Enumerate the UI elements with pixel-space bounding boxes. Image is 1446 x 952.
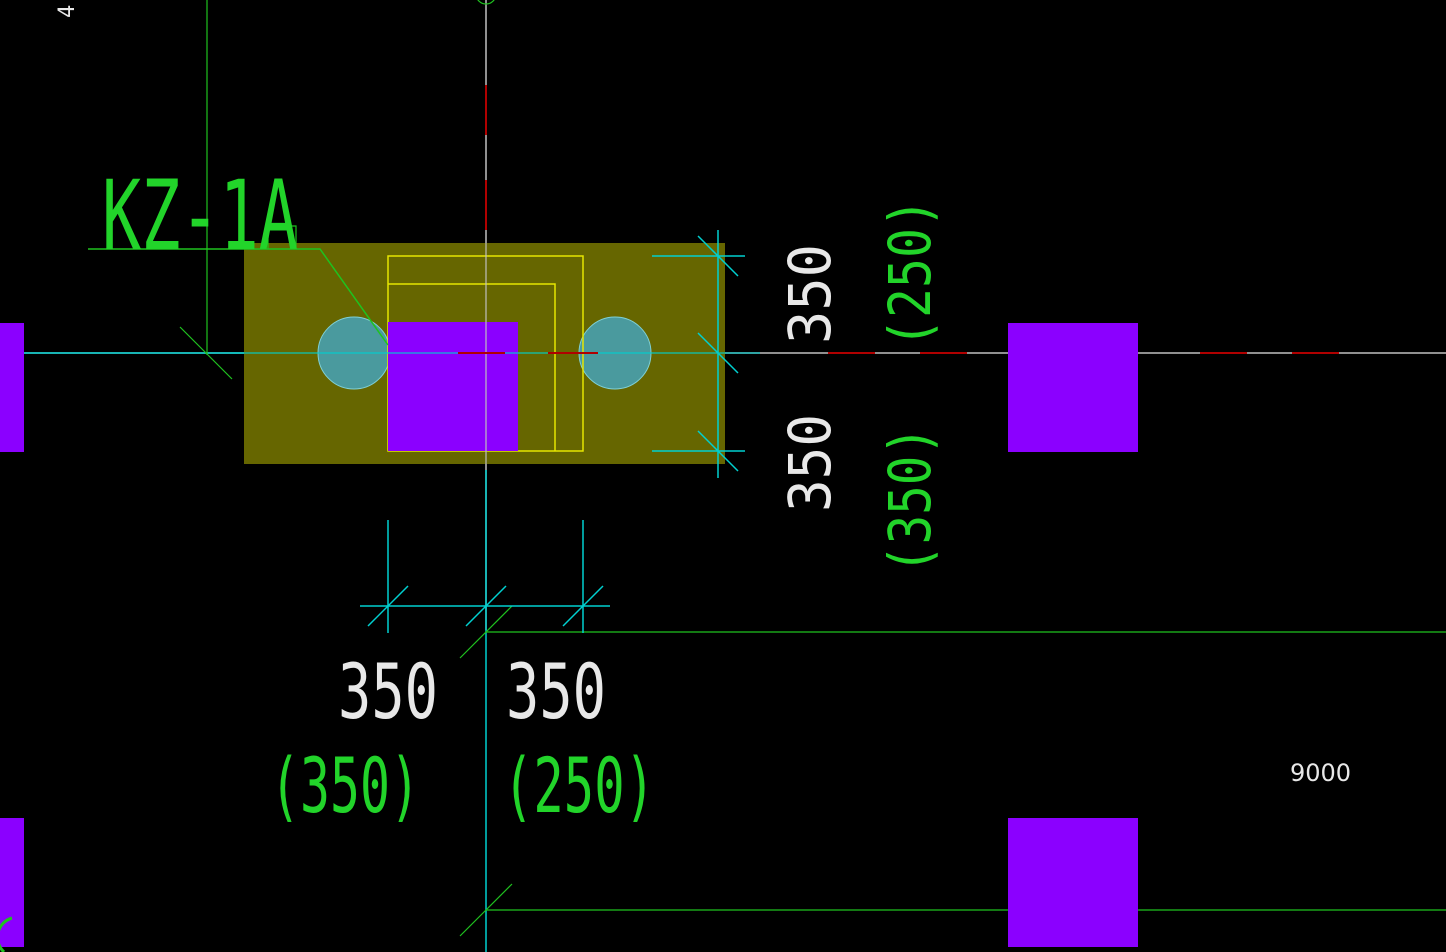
footing-label-leader bbox=[88, 225, 389, 346]
column-outline-inner bbox=[388, 283, 556, 451]
dim-horizontal-right-paren[interactable]: (250) bbox=[503, 741, 655, 830]
dim-vertical-bottom[interactable]: 350 bbox=[776, 414, 844, 512]
axis-bubble-partial bbox=[477, 0, 495, 5]
dim-vertical-bottom-paren[interactable]: (350) bbox=[876, 426, 944, 574]
beam-tick bbox=[179, 326, 233, 380]
dim-vertical-top[interactable]: 350 bbox=[776, 244, 844, 344]
column-left-upper-partial[interactable] bbox=[0, 323, 24, 452]
partial-arc-marker bbox=[0, 916, 13, 952]
dim-horizontal-left-paren[interactable]: (350) bbox=[270, 741, 420, 830]
footing-label[interactable]: KZ-1A bbox=[102, 160, 298, 272]
column-right-upper[interactable] bbox=[1008, 323, 1138, 452]
vertical-dimension bbox=[652, 230, 745, 478]
dim-horizontal-left[interactable]: 350 bbox=[338, 647, 438, 736]
beam-lines bbox=[179, 0, 1446, 937]
column-right-lower[interactable] bbox=[1008, 818, 1138, 947]
span-label[interactable]: 9000 bbox=[1290, 759, 1351, 787]
column-main[interactable] bbox=[388, 322, 518, 451]
beam-tick bbox=[459, 883, 513, 937]
beam-tick bbox=[459, 605, 513, 659]
partial-edge-text: 4 bbox=[55, 5, 80, 18]
dim-vertical-top-paren[interactable]: (250) bbox=[876, 198, 944, 348]
horizontal-dimension bbox=[360, 520, 610, 633]
dim-horizontal-right[interactable]: 350 bbox=[506, 647, 606, 736]
column-left-lower-partial[interactable] bbox=[0, 818, 24, 947]
